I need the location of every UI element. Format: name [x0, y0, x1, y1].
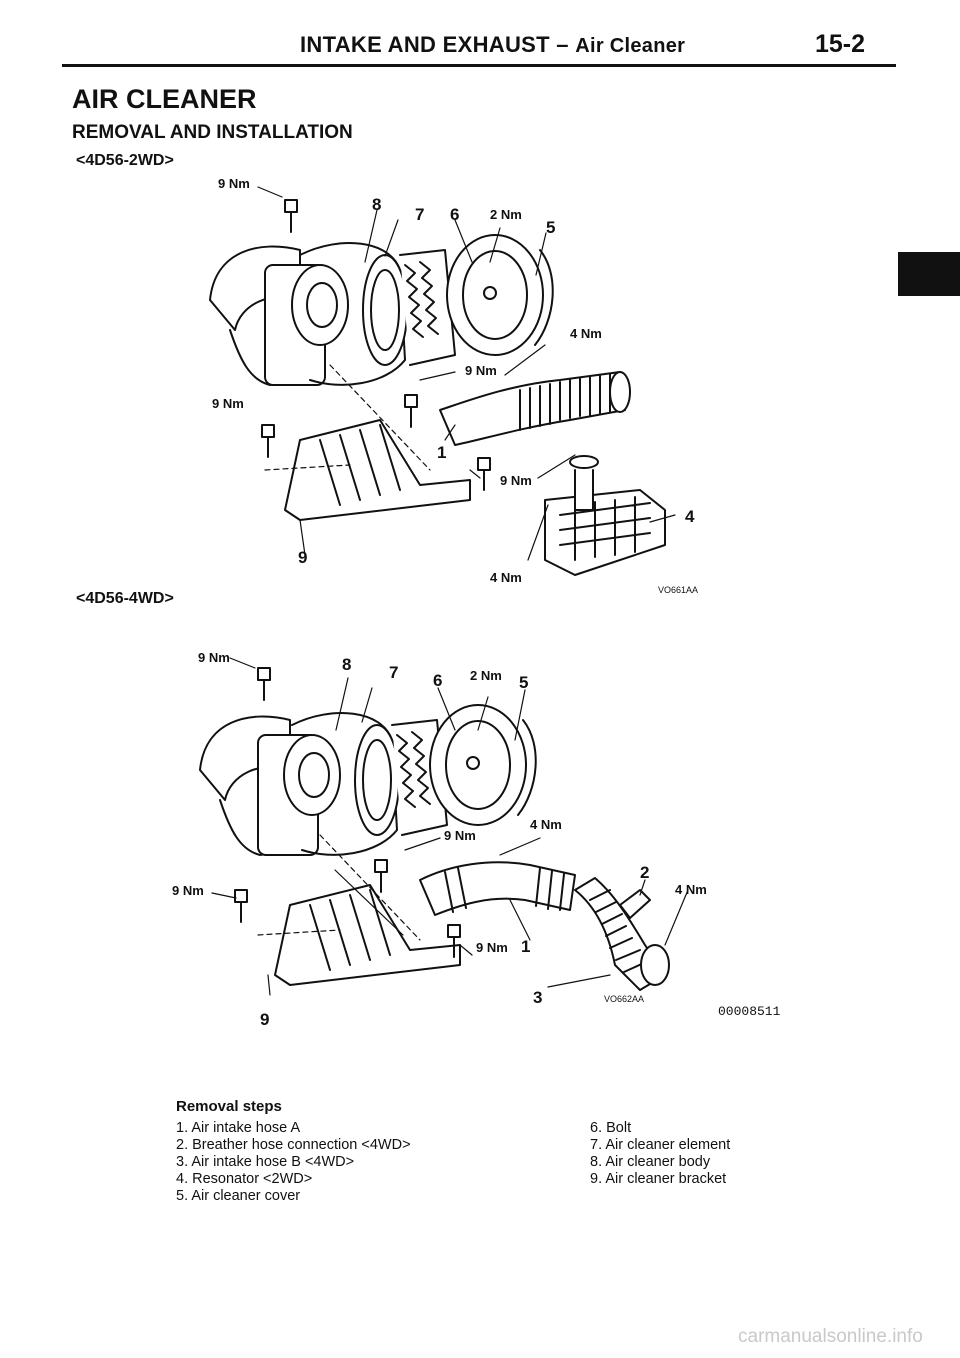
- removal-steps-title: Removal steps: [176, 1098, 282, 1115]
- callout-part: 7: [415, 205, 424, 224]
- callout-torque: 9 Nm: [212, 396, 244, 411]
- callout-part: 9: [260, 1010, 269, 1029]
- callout-torque: 4 Nm: [570, 326, 602, 341]
- header-divider: [62, 64, 896, 67]
- callout-torque: 9 Nm: [218, 176, 250, 191]
- callout-part: 2: [640, 863, 649, 882]
- callout-part: 3: [533, 988, 542, 1007]
- callout-torque: 4 Nm: [490, 570, 522, 585]
- callout-torque: 9 Nm: [444, 828, 476, 843]
- figure-image-code: VO662AA: [604, 994, 644, 1004]
- callout-part: 6: [433, 671, 442, 690]
- subsection-title: Air Cleaner: [575, 35, 686, 57]
- callout-part: 9: [298, 548, 307, 567]
- callout-torque: 9 Nm: [500, 473, 532, 488]
- callout-part: 4: [685, 507, 695, 526]
- removal-step: 3. Air intake hose B <4WD>: [176, 1154, 355, 1170]
- callout-torque: 4 Nm: [675, 882, 707, 897]
- callout-torque: 2 Nm: [470, 668, 502, 683]
- section-subtitle: REMOVAL AND INSTALLATION: [72, 122, 353, 143]
- page-header: INTAKE AND EXHAUST – Air Cleaner: [300, 32, 685, 58]
- removal-step: 7. Air cleaner element: [590, 1137, 731, 1153]
- callout-part: 8: [372, 195, 381, 214]
- callout-part: 8: [342, 655, 351, 674]
- document-number: 00008511: [718, 1004, 781, 1019]
- callout-part: 5: [546, 218, 555, 237]
- callout-part: 5: [519, 673, 528, 692]
- callout-torque: 4 Nm: [530, 817, 562, 832]
- figure-2-illustration: [199, 657, 689, 996]
- callout-part: 7: [389, 663, 398, 682]
- callout-part: 1: [521, 937, 530, 956]
- removal-step: 4. Resonator <2WD>: [176, 1171, 313, 1187]
- figure-1-variant-label: <4D56-2WD>: [76, 152, 174, 169]
- callout-part: 1: [437, 443, 446, 462]
- bolt-icon: [261, 199, 491, 491]
- removal-step: 6. Bolt: [590, 1120, 632, 1136]
- removal-steps-list-right: 6. Bolt 7. Air cleaner element 8. Air cl…: [590, 1120, 730, 1188]
- figure-2-callouts: 9 Nm 8 7 6 2 Nm 5 4 Nm 9 Nm 9 Nm 2 4 Nm …: [172, 650, 707, 1029]
- page-number: 15-2: [815, 30, 866, 58]
- section-title: INTAKE AND EXHAUST –: [300, 32, 576, 57]
- footer-watermark: carmanualsonline.info: [738, 1326, 923, 1347]
- callout-torque: 9 Nm: [465, 363, 497, 378]
- removal-step: 9. Air cleaner bracket: [590, 1171, 727, 1187]
- removal-step: 1. Air intake hose A: [176, 1120, 301, 1136]
- callout-part: 6: [450, 205, 459, 224]
- figure-2-variant-label: <4D56-4WD>: [76, 590, 174, 607]
- removal-step: 5. Air cleaner cover: [176, 1188, 301, 1204]
- figure-1-illustration: [209, 186, 676, 576]
- callout-torque: 9 Nm: [172, 883, 204, 898]
- section-tab-marker: [898, 252, 960, 296]
- bolt-icon: [234, 667, 461, 958]
- callout-torque: 9 Nm: [198, 650, 230, 665]
- removal-steps-list-left: 1. Air intake hose A 2. Breather hose co…: [176, 1120, 411, 1205]
- page-title: AIR CLEANER: [72, 84, 257, 114]
- removal-step: 8. Air cleaner body: [590, 1154, 711, 1170]
- figure-1-callouts: 9 Nm 8 7 6 2 Nm 5 4 Nm 9 Nm 9 Nm 1 9 Nm …: [212, 176, 698, 595]
- removal-step: 2. Breather hose connection <4WD>: [176, 1137, 411, 1153]
- figure-image-code: VO661AA: [658, 585, 698, 595]
- callout-torque: 9 Nm: [476, 940, 508, 955]
- callout-torque: 2 Nm: [490, 207, 522, 222]
